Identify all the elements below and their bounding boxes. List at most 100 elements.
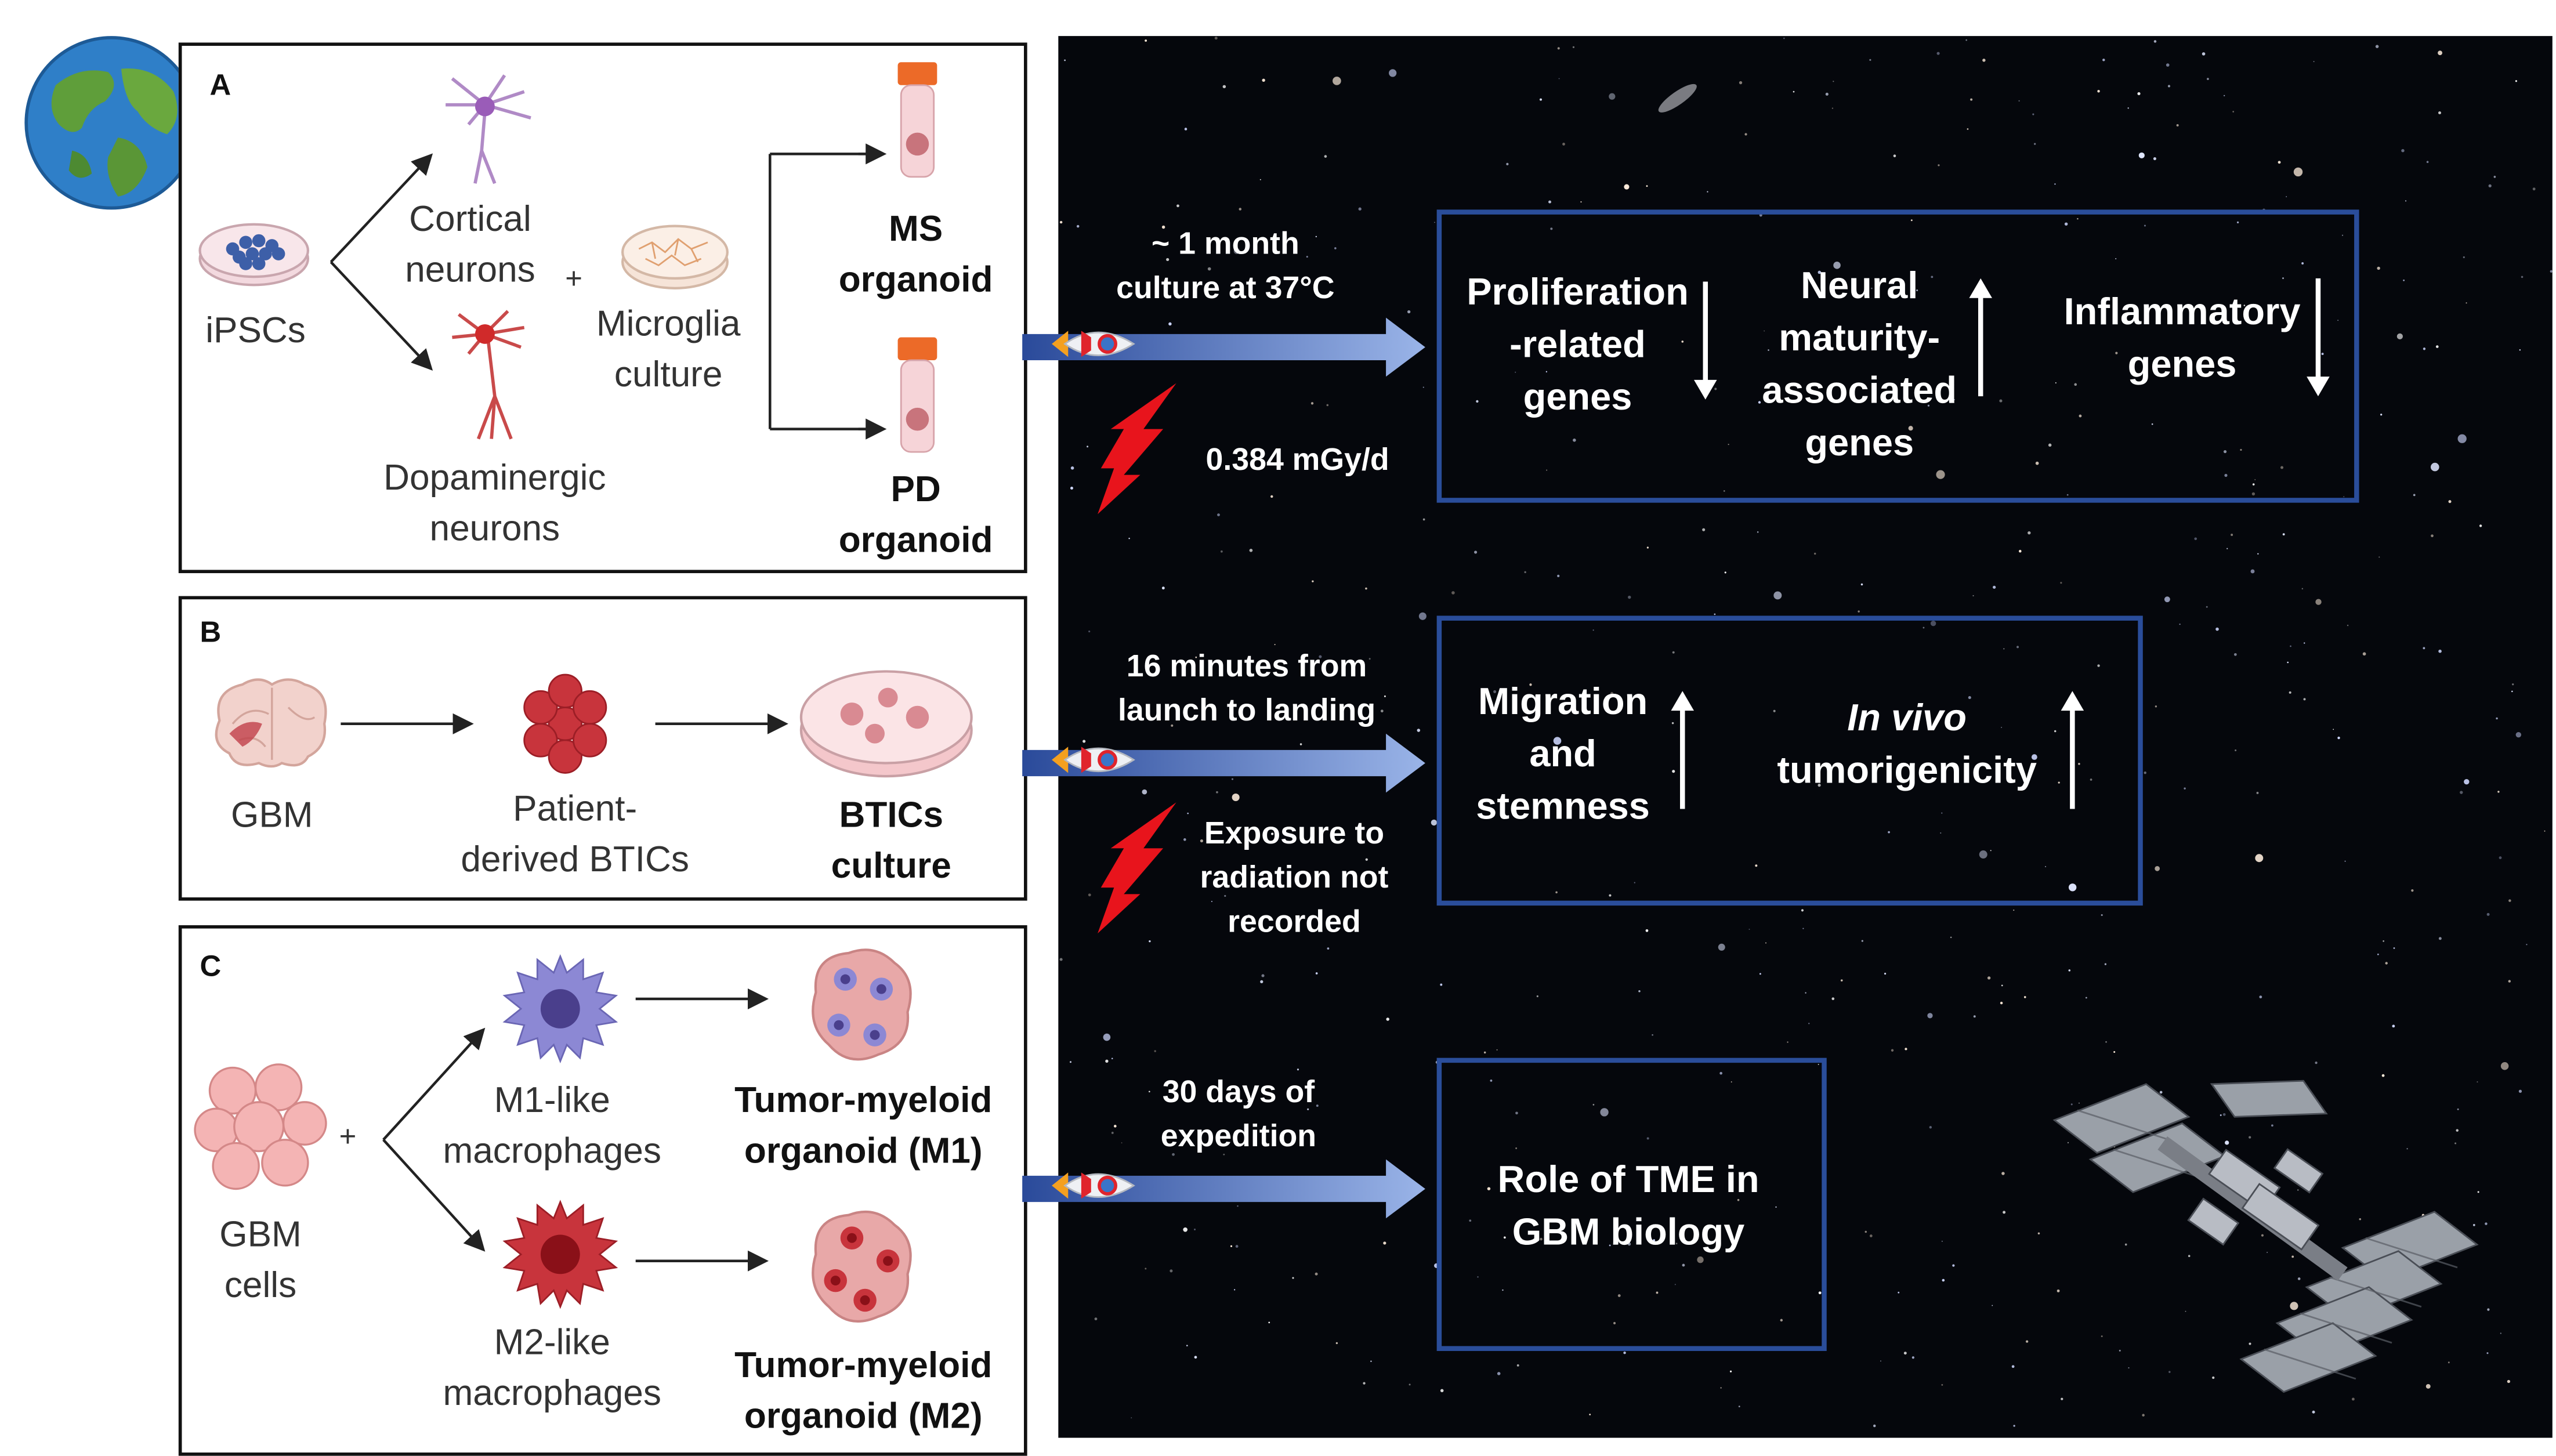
star xyxy=(2486,912,2490,916)
star xyxy=(2068,883,2077,892)
star xyxy=(1558,78,1560,79)
star xyxy=(2058,781,2060,784)
split-arrows-a xyxy=(769,143,887,440)
star xyxy=(2343,496,2345,498)
star xyxy=(2508,980,2511,983)
star xyxy=(2499,856,2502,860)
star xyxy=(1831,107,1834,109)
star xyxy=(1697,1256,1704,1263)
star xyxy=(2515,731,2522,738)
star xyxy=(2521,276,2524,278)
star xyxy=(1625,344,1627,346)
star xyxy=(1833,81,1834,82)
star xyxy=(2290,645,2291,647)
star xyxy=(2411,889,2414,892)
star xyxy=(1145,39,1147,42)
star xyxy=(1088,893,1091,897)
star xyxy=(1383,1241,1386,1245)
star xyxy=(2003,1211,2006,1214)
star xyxy=(2312,1410,2315,1414)
star xyxy=(2101,914,2103,917)
star xyxy=(2519,349,2521,351)
star xyxy=(1103,1033,1111,1041)
star xyxy=(1840,979,1843,981)
star xyxy=(1893,154,1896,158)
star xyxy=(1624,184,1630,190)
star xyxy=(1950,936,1952,939)
star xyxy=(1916,289,1918,292)
star xyxy=(1936,52,1940,55)
star xyxy=(2000,1001,2003,1005)
star xyxy=(1154,1050,1156,1052)
patient-derived-btics-label: Patient-derived BTICs xyxy=(461,787,690,879)
star xyxy=(1623,1351,1626,1354)
star xyxy=(1805,992,1806,994)
star xyxy=(2207,78,2209,80)
star xyxy=(1327,947,1330,950)
star xyxy=(1299,743,1302,745)
star xyxy=(1720,1387,1722,1389)
star xyxy=(1603,350,1606,352)
star xyxy=(1873,1424,1876,1428)
star xyxy=(1315,1272,1318,1276)
star xyxy=(2067,1142,2069,1144)
star xyxy=(1111,1132,1114,1134)
star xyxy=(1609,894,1612,897)
star xyxy=(1759,973,1761,975)
star xyxy=(2438,111,2442,115)
star xyxy=(1249,548,1253,552)
star xyxy=(2321,353,2324,356)
microglia-dish-icon xyxy=(621,224,729,289)
star xyxy=(2168,1371,2171,1373)
star xyxy=(1365,587,1367,590)
star xyxy=(1891,1049,1894,1052)
cell-cluster-icon xyxy=(523,673,607,774)
star xyxy=(1861,940,1863,942)
star xyxy=(2425,1383,2431,1389)
star xyxy=(1646,546,1649,549)
star xyxy=(1170,1269,1173,1273)
star xyxy=(2289,691,2291,694)
star xyxy=(1335,1342,1338,1345)
star xyxy=(1737,1198,1740,1201)
star xyxy=(2055,382,2057,384)
star xyxy=(1076,224,1080,228)
star xyxy=(1297,1069,1299,1071)
neuron-icon xyxy=(452,310,525,440)
star xyxy=(2252,483,2255,486)
star xyxy=(2023,996,2026,998)
star xyxy=(2435,345,2439,348)
star xyxy=(2423,347,2426,350)
star xyxy=(1493,690,1497,693)
star xyxy=(2396,333,2403,339)
star xyxy=(2392,1024,2395,1028)
up-arrow-icon xyxy=(1671,691,1695,809)
star xyxy=(1729,1370,1732,1372)
star xyxy=(1990,850,1992,852)
star xyxy=(1232,793,1240,802)
star xyxy=(2267,1252,2268,1254)
star xyxy=(2031,754,2037,760)
rocket-icon xyxy=(1052,747,1135,773)
star xyxy=(2127,107,2129,109)
star xyxy=(2448,1361,2450,1364)
panel-letter-c: C xyxy=(200,950,222,983)
star xyxy=(2085,997,2087,999)
star xyxy=(2220,1114,2222,1116)
star xyxy=(1307,1108,1309,1110)
star xyxy=(1970,98,1973,101)
ipscs-label: iPSCs xyxy=(205,309,306,351)
star xyxy=(1562,143,1565,146)
star xyxy=(1149,940,1151,943)
star xyxy=(1409,1383,1411,1386)
star xyxy=(1128,537,1130,539)
star xyxy=(1627,1242,1631,1246)
star xyxy=(1592,629,1594,631)
plus-sign-c: + xyxy=(339,1120,357,1153)
star xyxy=(2315,599,2322,605)
